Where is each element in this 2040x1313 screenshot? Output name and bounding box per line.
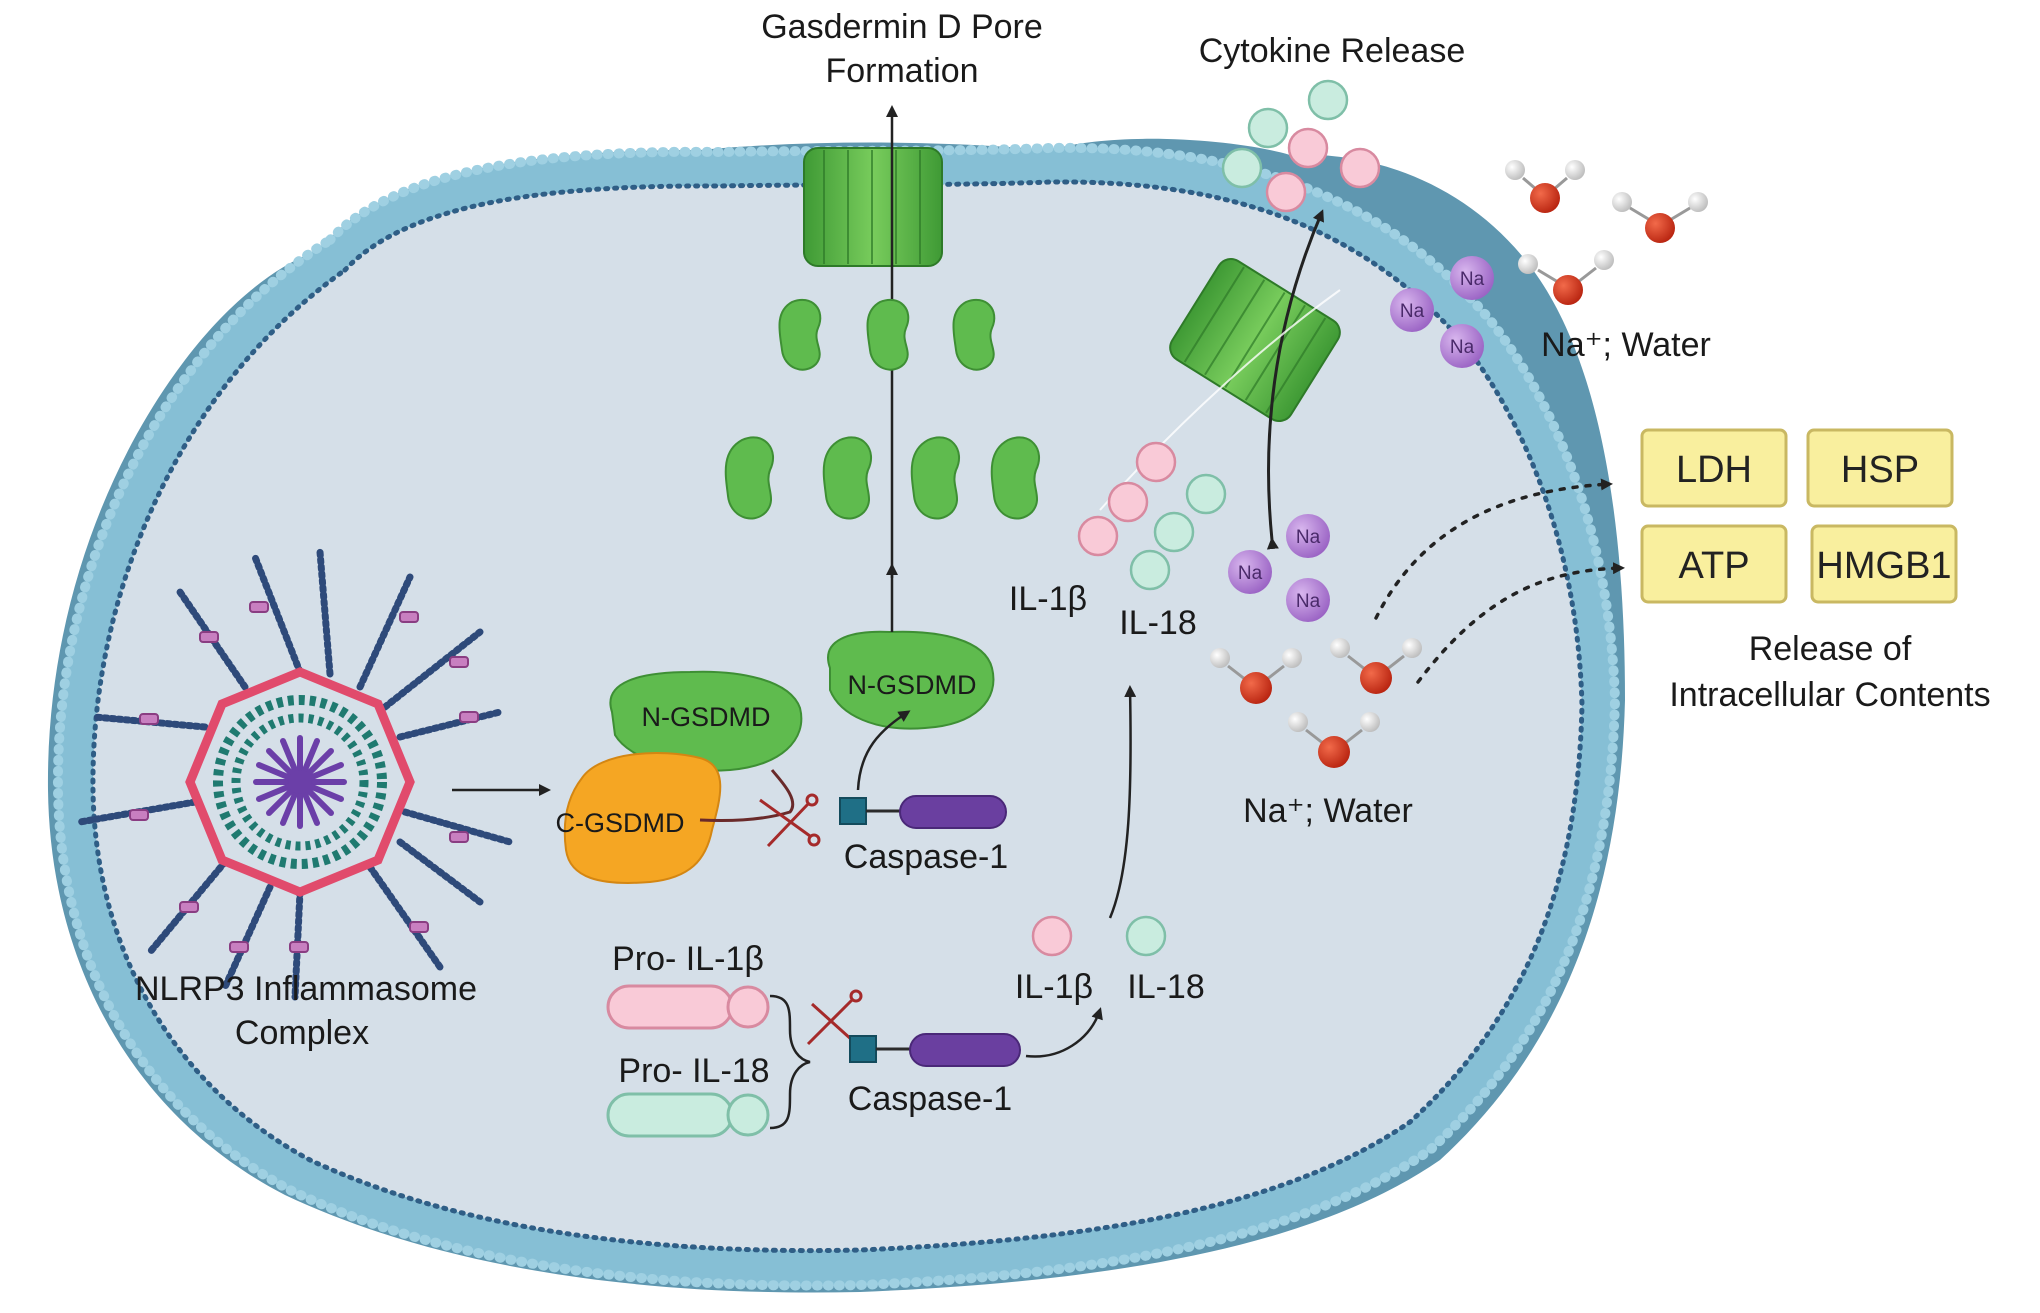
inflammasome-label-line2: Complex bbox=[235, 1014, 369, 1052]
pore-title-line2: Formation bbox=[825, 52, 978, 90]
pro-il1b-label: Pro- IL-1β bbox=[612, 940, 764, 978]
svg-text:HMGB1: HMGB1 bbox=[1816, 545, 1951, 587]
il18-lower-label: IL-18 bbox=[1127, 968, 1205, 1006]
cleavage-arrow-lower bbox=[1025, 1007, 1103, 1058]
mature-cytokines-upper bbox=[1077, 441, 1227, 591]
caspase-1-lower-label: Caspase-1 bbox=[848, 1080, 1012, 1118]
gsdmd-linker bbox=[699, 769, 795, 823]
n-gsdmd-bound-label: N-GSDMD bbox=[642, 702, 771, 732]
scissors-icon-upper bbox=[759, 793, 821, 848]
cytoplasm bbox=[90, 179, 1585, 1254]
sodium-ions-inside: Na Na Na bbox=[1228, 514, 1330, 622]
pro-il18 bbox=[606, 1092, 770, 1138]
content-box-atp bbox=[1640, 524, 1788, 604]
pore-title-line1: Gasdermin D Pore bbox=[761, 8, 1043, 46]
release-dotted-arrow-2 bbox=[1416, 562, 1625, 684]
svg-text:Na: Na bbox=[1238, 563, 1263, 584]
cytokine-release-label: Cytokine Release bbox=[1199, 32, 1465, 70]
release-label-line1: Release of bbox=[1749, 630, 1912, 668]
n-gsdmd-free-label: N-GSDMD bbox=[848, 670, 977, 700]
cleavage-arrow-upper bbox=[856, 710, 911, 791]
c-gsdmd bbox=[563, 751, 722, 884]
water-molecules-inside bbox=[1210, 638, 1422, 768]
caspase-1-lower bbox=[849, 1033, 1021, 1067]
pore-light-streak bbox=[1099, 289, 1341, 511]
c-gsdmd-label: C-GSDMD bbox=[556, 808, 685, 838]
content-box-hsp bbox=[1806, 428, 1954, 508]
svg-text:Na: Na bbox=[1296, 527, 1321, 548]
nlrp3-inflammasome bbox=[76, 548, 514, 1001]
released-cytokines bbox=[1221, 79, 1381, 213]
na-water-label-mid: Na⁺; Water bbox=[1243, 792, 1413, 830]
svg-text:ATP: ATP bbox=[1678, 545, 1749, 587]
il18-upper-label: IL-18 bbox=[1119, 604, 1197, 642]
cytokine-maturation-arrow bbox=[1108, 685, 1137, 919]
gasdermin-pore-top bbox=[803, 147, 943, 267]
caspase-1-upper-label: Caspase-1 bbox=[844, 838, 1008, 876]
pro-il18-label: Pro- IL-18 bbox=[618, 1052, 769, 1090]
pro-il1b bbox=[606, 984, 770, 1030]
sodium-ions-top: Na Na Na bbox=[1390, 256, 1494, 368]
scissors-icon-lower bbox=[806, 989, 863, 1051]
content-box-hmgb1 bbox=[1810, 524, 1958, 604]
il1b-lower-label: IL-1β bbox=[1015, 968, 1093, 1006]
content-box-ldh bbox=[1640, 428, 1788, 508]
svg-text:HSP: HSP bbox=[1841, 449, 1919, 491]
n-gsdmd-free bbox=[827, 630, 995, 730]
released-contents: LDH HSP ATP HMGB1 bbox=[1640, 428, 1958, 604]
svg-text:Na: Na bbox=[1296, 591, 1321, 612]
il1b-upper-label: IL-1β bbox=[1009, 580, 1087, 618]
caspase-1-upper bbox=[839, 795, 1007, 829]
svg-text:LDH: LDH bbox=[1676, 449, 1752, 491]
n-gsdmd-fragments bbox=[724, 299, 1041, 520]
il18-mature-lower bbox=[1125, 915, 1167, 957]
pro-cytokine-bracket bbox=[769, 994, 811, 1130]
inflammasome-label-line1: NLRP3 Inflammasome bbox=[135, 970, 477, 1008]
svg-text:Na: Na bbox=[1450, 337, 1475, 358]
water-molecules-top bbox=[1505, 160, 1708, 305]
na-water-label-top: Na⁺; Water bbox=[1541, 326, 1711, 364]
release-label-line2: Intracellular Contents bbox=[1669, 676, 1990, 714]
cytokine-exchange-arrow bbox=[1266, 209, 1324, 550]
svg-text:Na: Na bbox=[1400, 301, 1425, 322]
svg-text:Na: Na bbox=[1460, 269, 1485, 290]
il1b-mature-lower bbox=[1031, 915, 1073, 957]
